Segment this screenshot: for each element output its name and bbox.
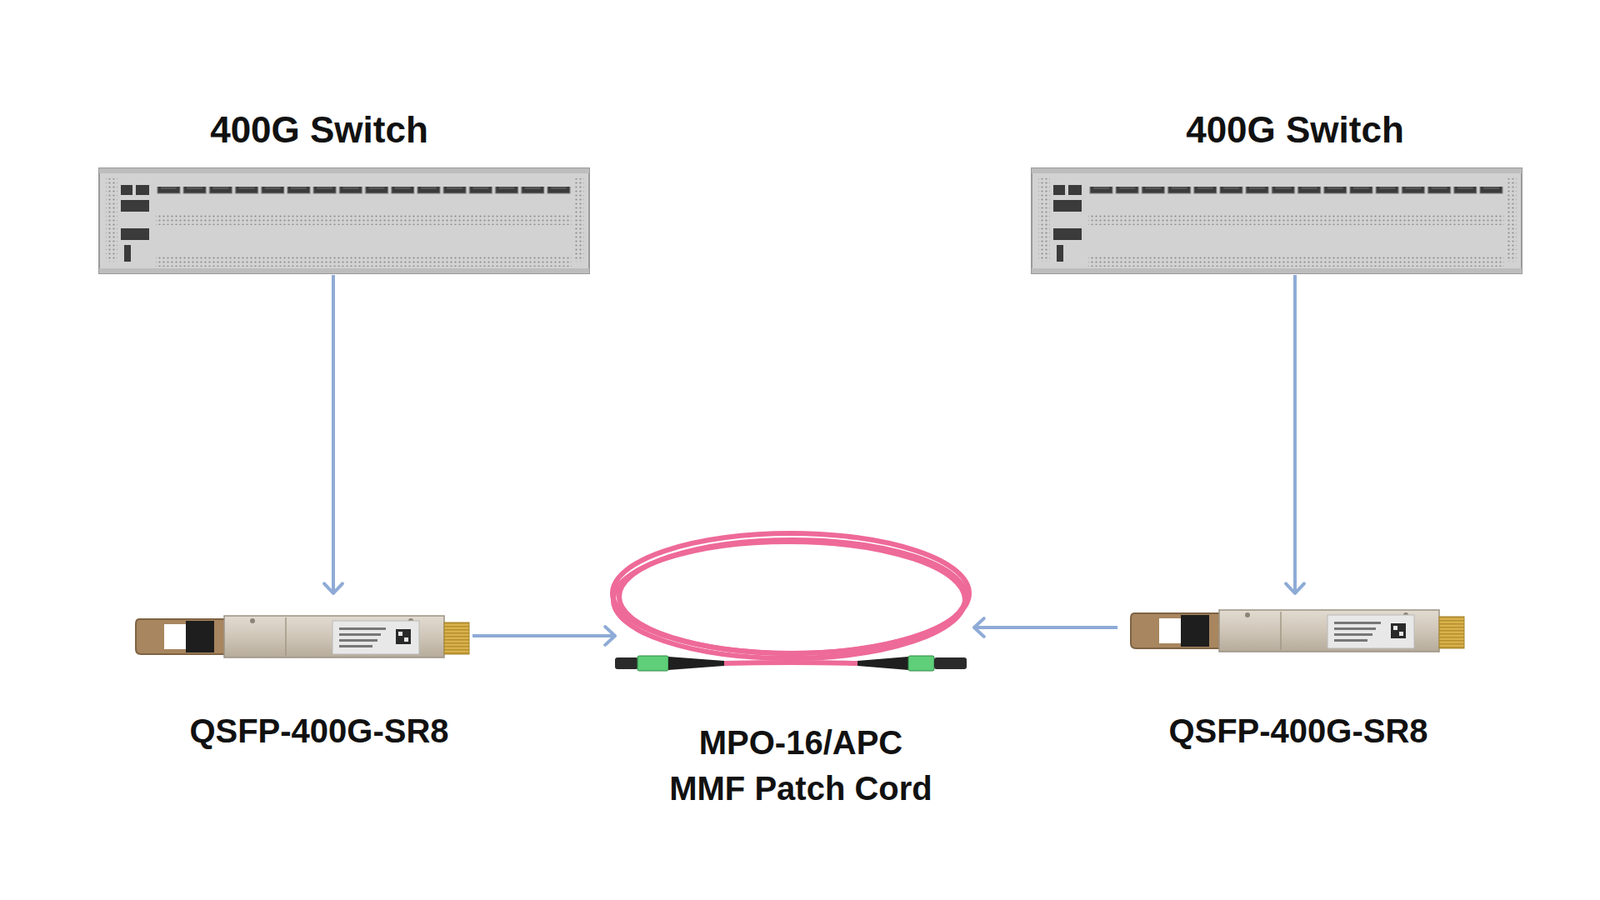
arrow-connector (324, 275, 343, 594)
switch-label: 400G Switch (1185, 108, 1405, 152)
transceiver-label: QSFP-400G-SR8 (189, 710, 449, 751)
switch-node: 400G Switch (1031, 108, 1524, 275)
transceiver-label: QSFP-400G-SR8 (1168, 710, 1428, 751)
transceiver-node: QSFP-400G-SR8 (135, 593, 473, 760)
patch-cord-label: MPO-16/APC MMF Patch Cord (661, 720, 941, 812)
arrow-connector (974, 618, 1118, 637)
arrow-connector (1285, 275, 1305, 594)
switch-node: 400G Switch (99, 108, 591, 275)
arrow-connector (472, 626, 615, 645)
patch-cord-node: MPO-16/APC MMF Patch Cord (615, 525, 975, 817)
switch-label: 400G Switch (210, 108, 429, 152)
transceiver-node: QSFP-400G-SR8 (1117, 593, 1468, 760)
